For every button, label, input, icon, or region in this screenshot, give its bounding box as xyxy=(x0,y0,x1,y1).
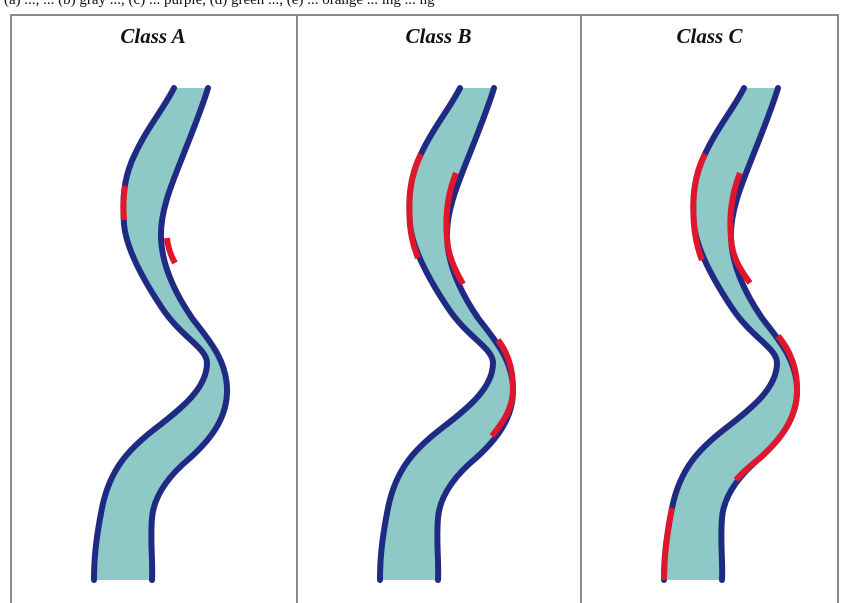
panel-title-class-a: Class A xyxy=(12,24,294,49)
panel-class-b: Class B xyxy=(296,16,579,603)
highlight-left-upper xyxy=(123,186,125,220)
channel-figure-class-c xyxy=(602,88,850,580)
figure-table: Class A Class B Class C xyxy=(10,14,839,603)
channel-svg-class-a xyxy=(32,88,292,580)
highlight-right-upper xyxy=(167,238,175,263)
panel-title-class-b: Class B xyxy=(298,24,579,49)
channel-svg-class-c xyxy=(602,88,850,580)
figure-caption: (a) ..., ... (b) gray ..., (c) ... purpl… xyxy=(0,0,850,11)
channel-figure-class-a xyxy=(32,88,292,580)
channel-svg-class-b xyxy=(318,88,578,580)
channel-figure-class-b xyxy=(318,88,578,580)
panel-class-c: Class C xyxy=(580,16,837,603)
panel-title-class-c: Class C xyxy=(582,24,837,49)
panel-class-a: Class A xyxy=(12,16,294,603)
